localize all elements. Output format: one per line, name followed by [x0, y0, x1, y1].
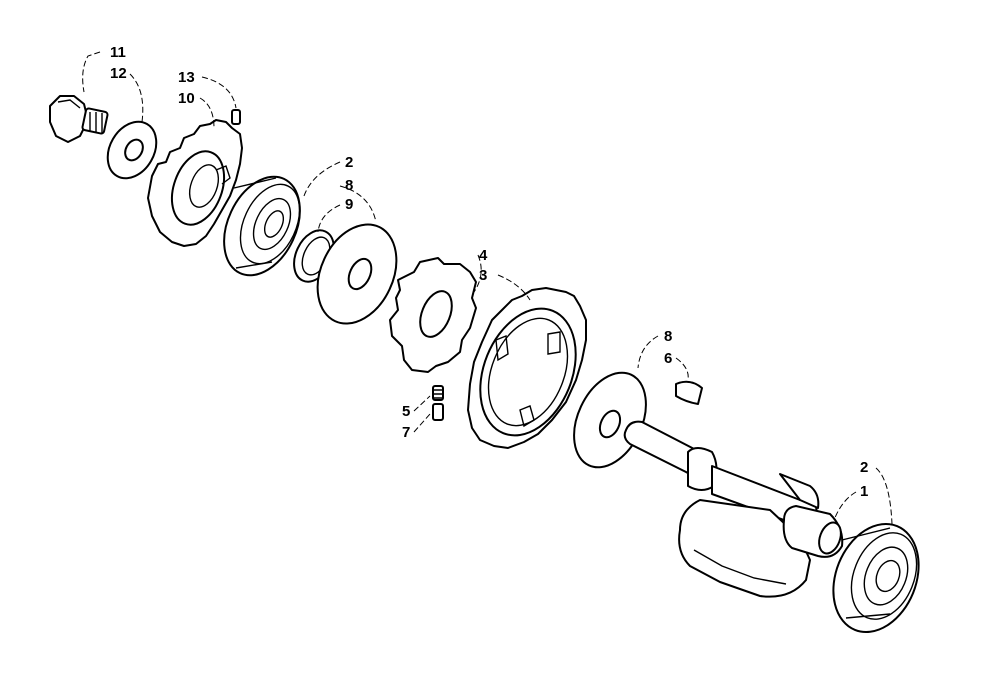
callout-13: 13	[178, 69, 195, 86]
washer-part	[106, 120, 158, 180]
ratchet-plate-part	[389, 257, 477, 373]
leader-lines	[82, 51, 893, 525]
thrust-washer-upper-part	[316, 223, 398, 325]
callout-labels: 11 12 13 10 2 8 9 4 3 5 7 8 6 2 1	[110, 44, 868, 500]
woodruff-key-part	[675, 380, 703, 405]
callout-10: 10	[178, 90, 195, 107]
spur-gear-part	[147, 119, 243, 247]
pin-part	[231, 109, 241, 125]
ball-bearing-lower-part	[832, 522, 920, 634]
ball-bearing-upper-part	[223, 175, 301, 277]
callout-11: 11	[110, 44, 126, 61]
ratchet-gear-part	[467, 287, 587, 449]
dowel-pin-part	[432, 403, 444, 421]
callout-2-upper: 2	[345, 154, 353, 171]
callout-9: 9	[345, 196, 353, 213]
callout-2-lower: 2	[860, 459, 868, 476]
callout-8-lower: 8	[664, 328, 672, 345]
callout-3: 3	[479, 267, 487, 284]
flange-bolt-part	[49, 95, 109, 143]
callout-7: 7	[402, 424, 410, 441]
kick-shaft-part	[623, 420, 844, 598]
callout-12: 12	[110, 65, 127, 82]
callout-8-upper: 8	[345, 177, 353, 194]
callout-6: 6	[664, 350, 672, 367]
spring-part	[432, 385, 444, 401]
callout-1: 1	[860, 483, 868, 500]
callout-5: 5	[402, 403, 410, 420]
callout-4: 4	[479, 247, 488, 264]
